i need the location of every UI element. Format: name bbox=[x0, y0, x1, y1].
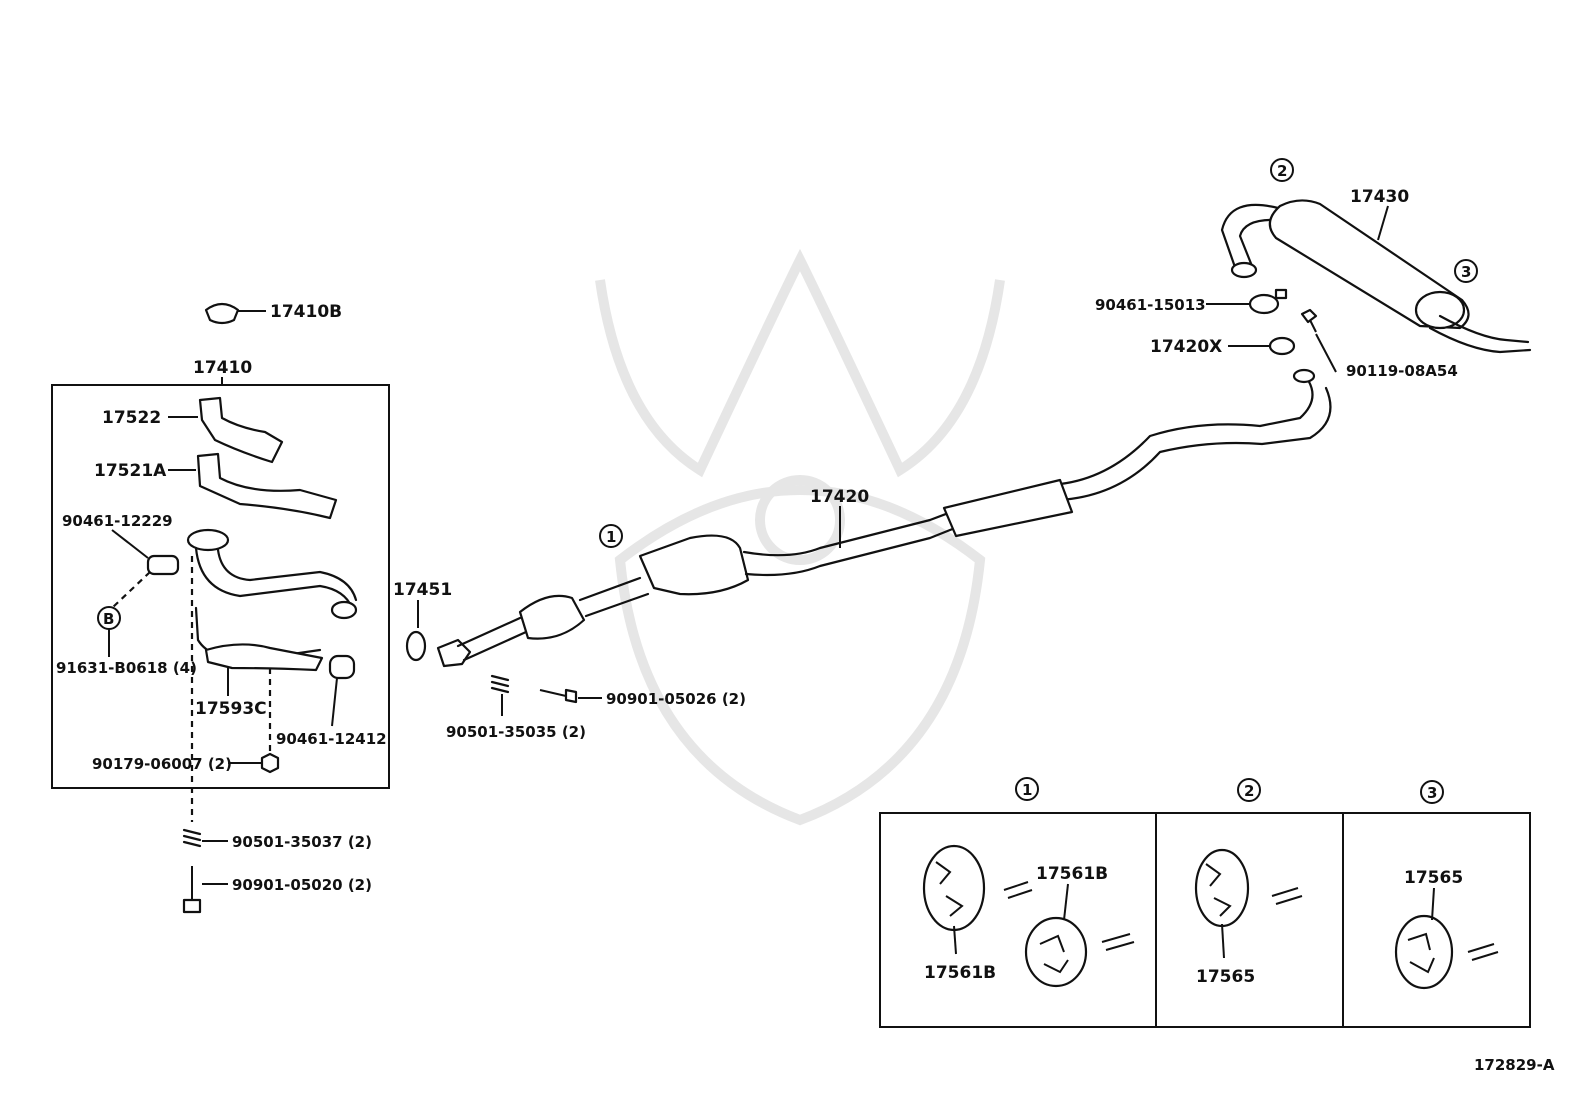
inset-2-callout bbox=[1237, 778, 1261, 802]
hanger-17565-part-inset-3 bbox=[1394, 914, 1454, 990]
callout-2-muffler bbox=[1270, 158, 1294, 182]
label-inset-2: 17565 bbox=[1196, 967, 1255, 987]
clamp-90461-12229-part bbox=[146, 554, 180, 576]
label-90901-05020: 90901-05020 (2) bbox=[232, 876, 372, 894]
inset-3-rod bbox=[1467, 943, 1499, 961]
label-17521a: 17521A bbox=[94, 461, 167, 481]
label-17430: 17430 bbox=[1350, 187, 1409, 207]
diagram-id: 172829-A bbox=[1474, 1056, 1555, 1074]
front-pipe-lower-part bbox=[194, 606, 324, 672]
inset-3-callout-label: 3 bbox=[1427, 784, 1437, 802]
front-pipe-upper-part bbox=[186, 528, 358, 620]
label-90501-35035: 90501-35035 (2) bbox=[446, 723, 586, 741]
nut-90179-06007-part bbox=[260, 752, 280, 774]
label-17410b: 17410B bbox=[270, 302, 342, 322]
inset-1-rod-a bbox=[1003, 881, 1033, 899]
label-90179-06007: 90179-06007 (2) bbox=[92, 755, 232, 773]
hanger-17561b-part-b bbox=[1024, 916, 1088, 988]
label-90461-15013: 90461-15013 bbox=[1095, 296, 1206, 314]
heat-shield-17522-part bbox=[198, 396, 284, 464]
callout-b-label: B bbox=[103, 610, 114, 628]
label-91631-b0618: 91631-B0618 (4) bbox=[56, 659, 197, 677]
callout-2-muffler-label: 2 bbox=[1277, 162, 1287, 180]
callout-1-pipe-label: 1 bbox=[606, 528, 616, 546]
clamp-90461-12412-part bbox=[328, 654, 356, 680]
label-90119-08a54: 90119-08A54 bbox=[1346, 362, 1458, 380]
hanger-insets-box bbox=[879, 812, 1531, 1028]
spring-90501-35037-part bbox=[182, 828, 202, 848]
clamp-90461-15013-part bbox=[1248, 288, 1288, 315]
muffler-17430-part bbox=[1220, 199, 1532, 354]
label-17522: 17522 bbox=[102, 408, 161, 428]
inset-2-rod bbox=[1271, 887, 1303, 905]
bolt-90901-05026-part bbox=[539, 688, 578, 704]
label-17593c: 17593C bbox=[195, 699, 267, 719]
spring-90501-35035-part bbox=[490, 674, 510, 694]
inset-1-rod-b bbox=[1101, 933, 1135, 951]
label-17420x: 17420X bbox=[1150, 337, 1222, 357]
label-inset-1-b: 17561B bbox=[1036, 864, 1108, 884]
bolt-90901-05020-part bbox=[182, 866, 202, 914]
label-90901-05026: 90901-05026 (2) bbox=[606, 690, 746, 708]
kit-17410-box bbox=[51, 384, 390, 789]
hanger-17561b-part-a bbox=[922, 844, 986, 932]
inset-2-callout-label: 2 bbox=[1244, 782, 1254, 800]
label-90501-35037: 90501-35037 (2) bbox=[232, 833, 372, 851]
label-17410: 17410 bbox=[193, 358, 252, 378]
label-90461-12412: 90461-12412 bbox=[276, 730, 387, 748]
label-inset-1-a: 17561B bbox=[924, 963, 996, 983]
gasket-17420x-part bbox=[1268, 336, 1296, 356]
watermark bbox=[595, 248, 1005, 826]
callout-1-pipe bbox=[599, 524, 623, 548]
inset-3-callout bbox=[1420, 780, 1444, 804]
inset-1-callout bbox=[1015, 777, 1039, 801]
label-17420: 17420 bbox=[810, 487, 869, 507]
gasket-17410b-part bbox=[204, 302, 266, 325]
heat-shield-17521a-part bbox=[196, 452, 338, 520]
inset-1-callout-label: 1 bbox=[1022, 781, 1032, 799]
label-90461-12229: 90461-12229 bbox=[62, 512, 173, 530]
exhaust-pipe-17420-part bbox=[436, 368, 1332, 668]
label-inset-3: 17565 bbox=[1404, 868, 1463, 888]
gasket-17451-part bbox=[405, 630, 427, 662]
hanger-17565-part-inset-2 bbox=[1194, 848, 1250, 928]
bolt-90119-08a54-part bbox=[1300, 308, 1318, 333]
callout-3-muffler bbox=[1454, 259, 1478, 283]
callout-3-muffler-label: 3 bbox=[1461, 263, 1471, 281]
label-17451: 17451 bbox=[393, 580, 452, 600]
